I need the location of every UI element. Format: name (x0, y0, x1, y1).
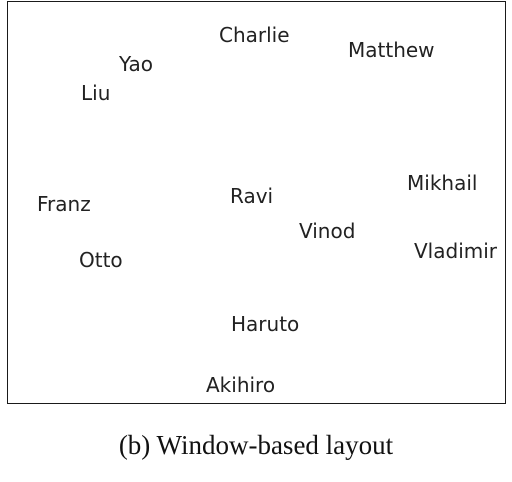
name-label-yao: Yao (119, 52, 153, 76)
name-label-haruto: Haruto (231, 312, 300, 336)
figure-caption: (b) Window-based layout (118, 430, 394, 460)
name-label-matthew: Matthew (348, 38, 435, 62)
layout-frame: Charlie Yao Matthew Liu Franz Ravi Mikha… (7, 1, 506, 404)
name-label-charlie: Charlie (219, 23, 290, 47)
name-label-liu: Liu (81, 81, 111, 105)
name-label-akihiro: Akihiro (206, 373, 276, 397)
name-label-vinod: Vinod (299, 219, 356, 243)
name-label-ravi: Ravi (230, 184, 274, 208)
name-label-vladimir: Vladimir (414, 239, 498, 263)
name-label-franz: Franz (37, 192, 91, 216)
name-label-mikhail: Mikhail (407, 171, 478, 195)
name-label-otto: Otto (79, 248, 123, 272)
